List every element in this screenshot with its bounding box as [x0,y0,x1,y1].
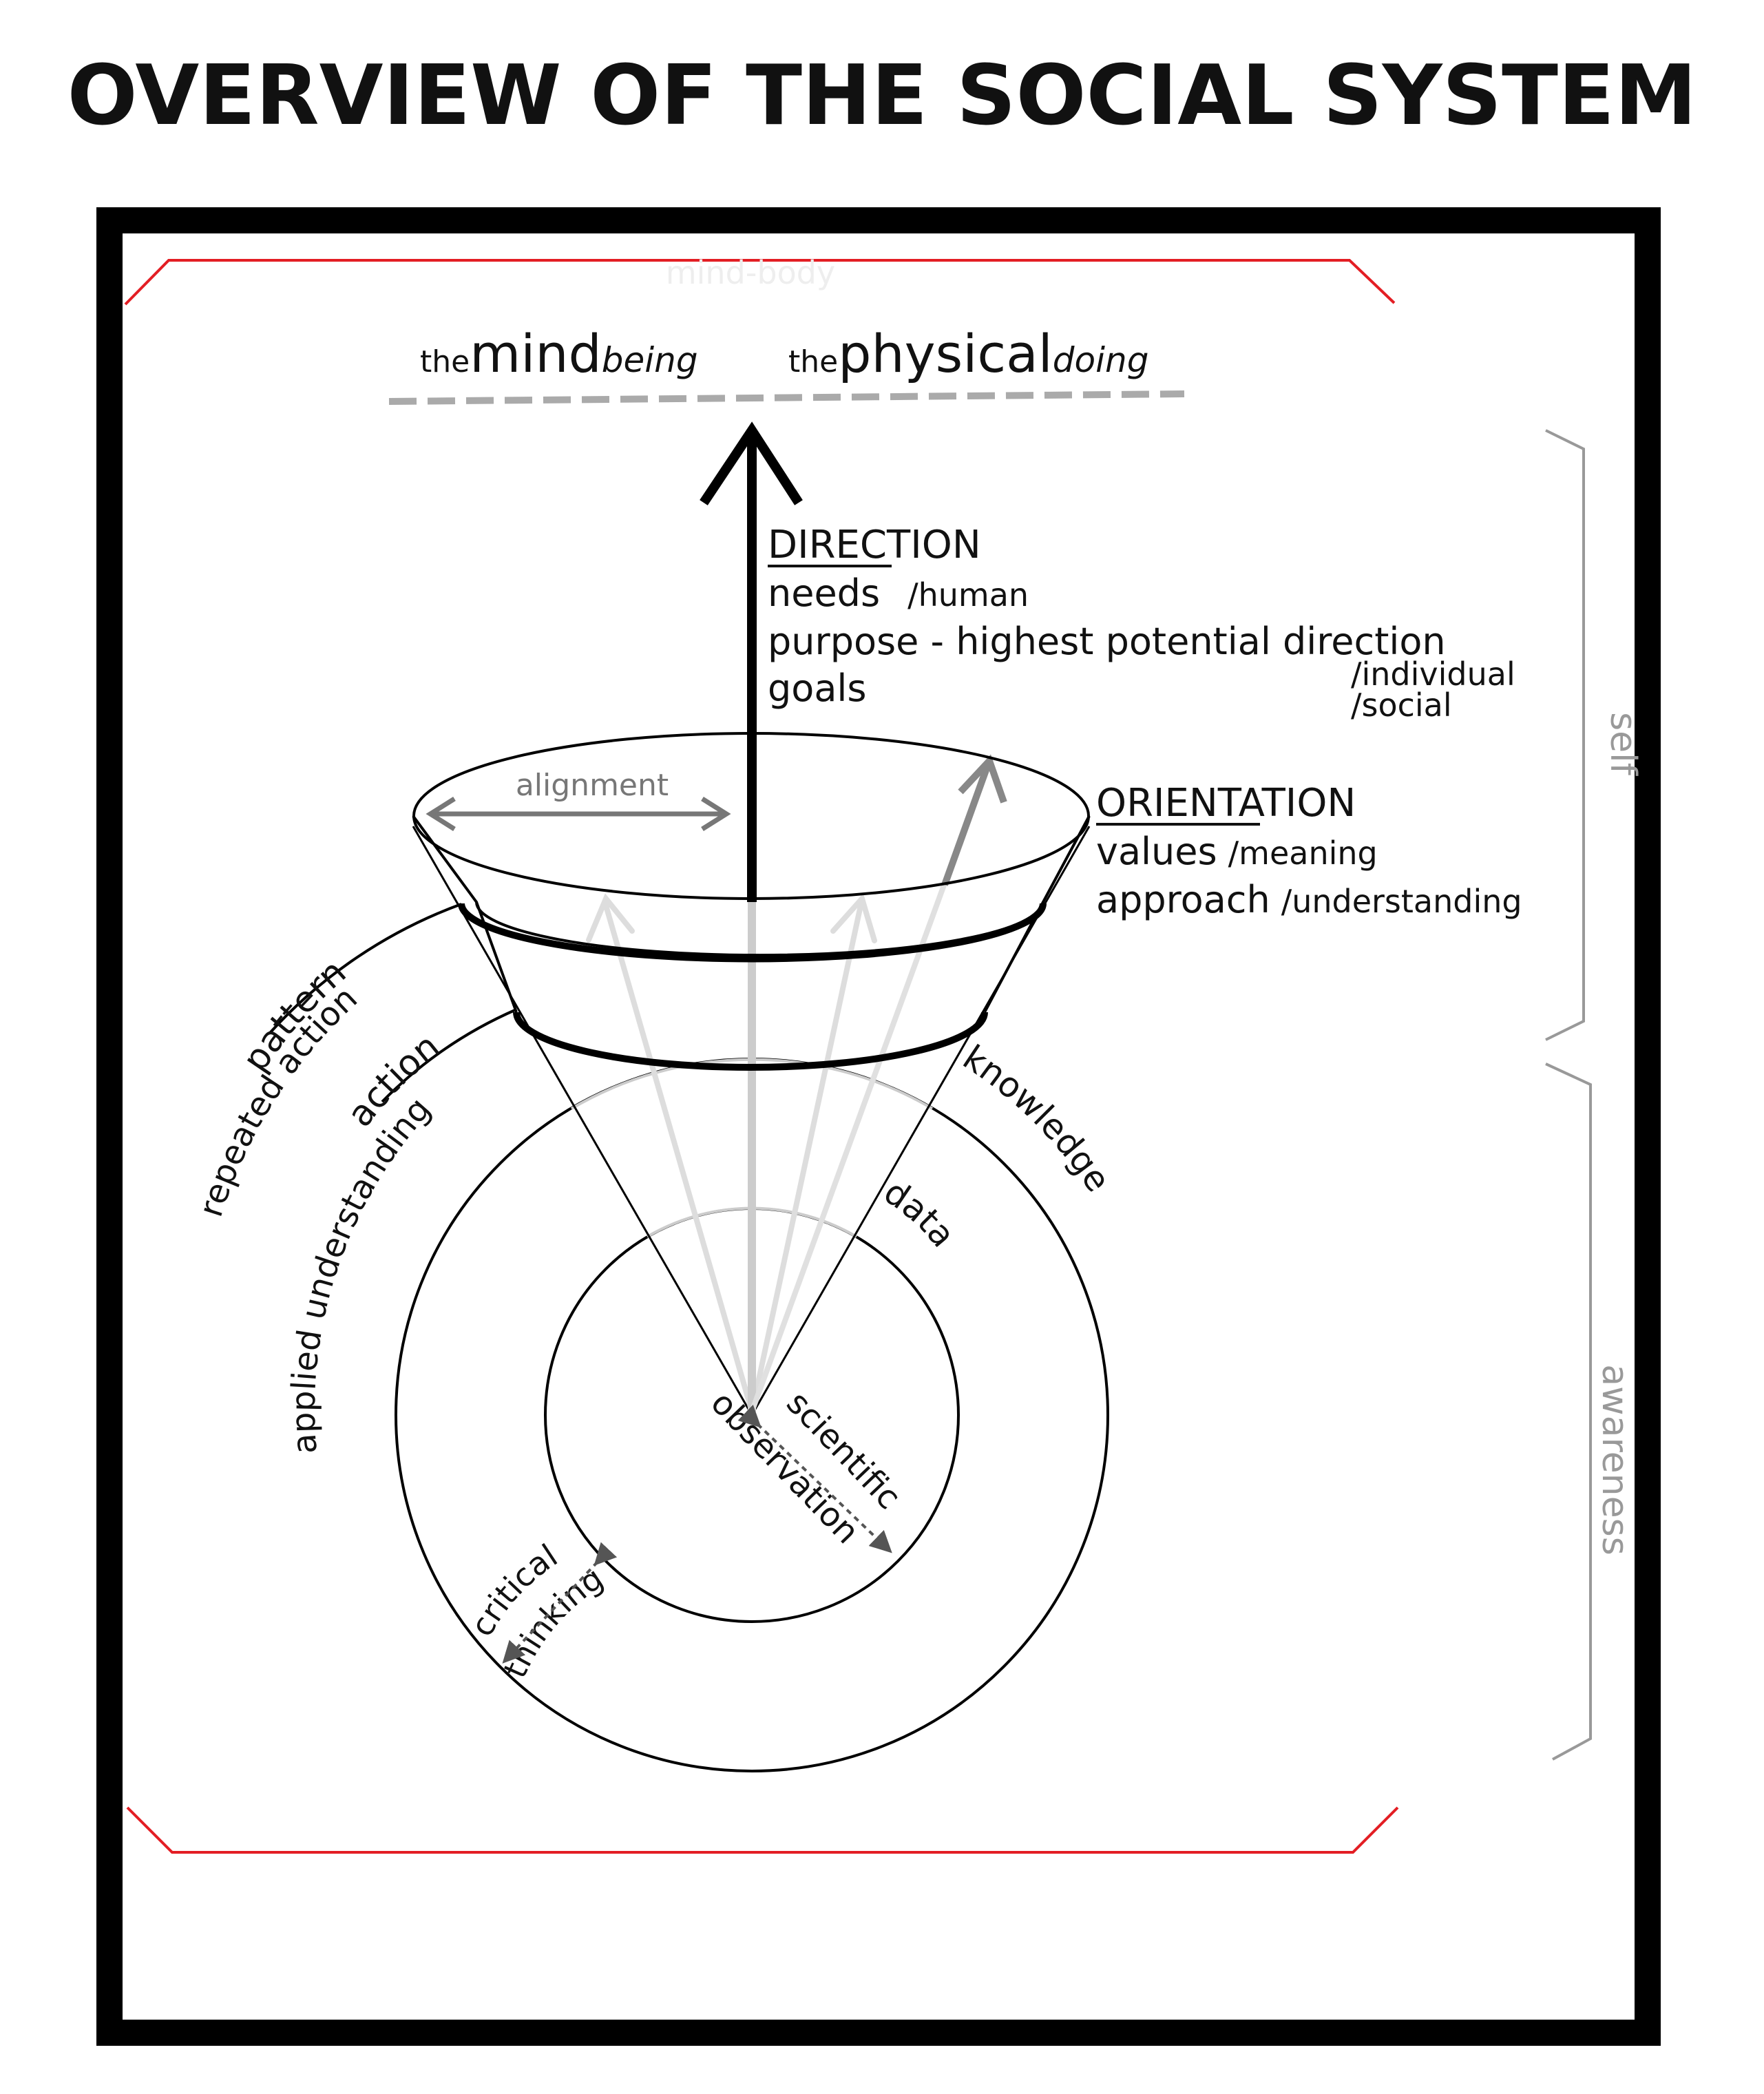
orientation-arrowhead [958,754,1007,804]
mind-being-label: themindbeing [420,323,698,384]
cone-right-side [750,826,1091,1416]
page-title: OVERVIEW OF THE SOCIAL SYSTEM [67,48,1697,144]
awareness-bracket [1545,1062,1592,1761]
goals-individual: /individual [1351,656,1515,693]
cone-left-side [412,826,753,1416]
alignment-arrowhead-right [701,797,731,831]
mind-body-faint-label: mind-body [666,254,835,291]
mind-physical-divider [388,390,1185,405]
bowl-band-upper [458,903,1047,963]
red-bracket-top [124,259,1396,306]
pattern-connector [269,903,462,1034]
critical-thinking-arrow [502,1542,618,1664]
orientation-heading: ORIENTATION [1096,781,1356,826]
orientation-arrow-top [941,763,991,886]
knowledge-label: knowledge [956,1038,1118,1200]
bowl-left-lower [475,901,518,1013]
goals-social: /social [1351,687,1452,724]
red-bracket-bottom [126,1806,1399,1854]
goals-label: goals [768,667,867,710]
values-label: values/meaning [1096,830,1378,873]
direction-arrowhead [700,421,803,505]
direction-heading: DIRECTION [768,523,981,567]
action-connector [381,1008,517,1103]
alignment-arrowhead-left [426,797,456,831]
bowl-band-lower [513,1012,988,1071]
data-label: data [877,1171,963,1255]
applied-understanding-label: applied understanding [284,1090,439,1456]
self-label: self [1602,712,1644,777]
faint-inner-arrows [586,892,877,1414]
awareness-label: awareness [1594,1364,1635,1556]
alignment-label: alignment [516,768,669,803]
physical-doing-label: thephysicaldoing [788,323,1148,384]
approach-label: approach/understanding [1096,878,1522,921]
self-bracket [1545,429,1585,1041]
purpose-label: purpose - highest potential direction [768,620,1446,663]
bowl-right-lower [983,901,1044,1013]
needs-label: needs/human [768,572,1029,615]
outer-frame [96,207,1661,2046]
